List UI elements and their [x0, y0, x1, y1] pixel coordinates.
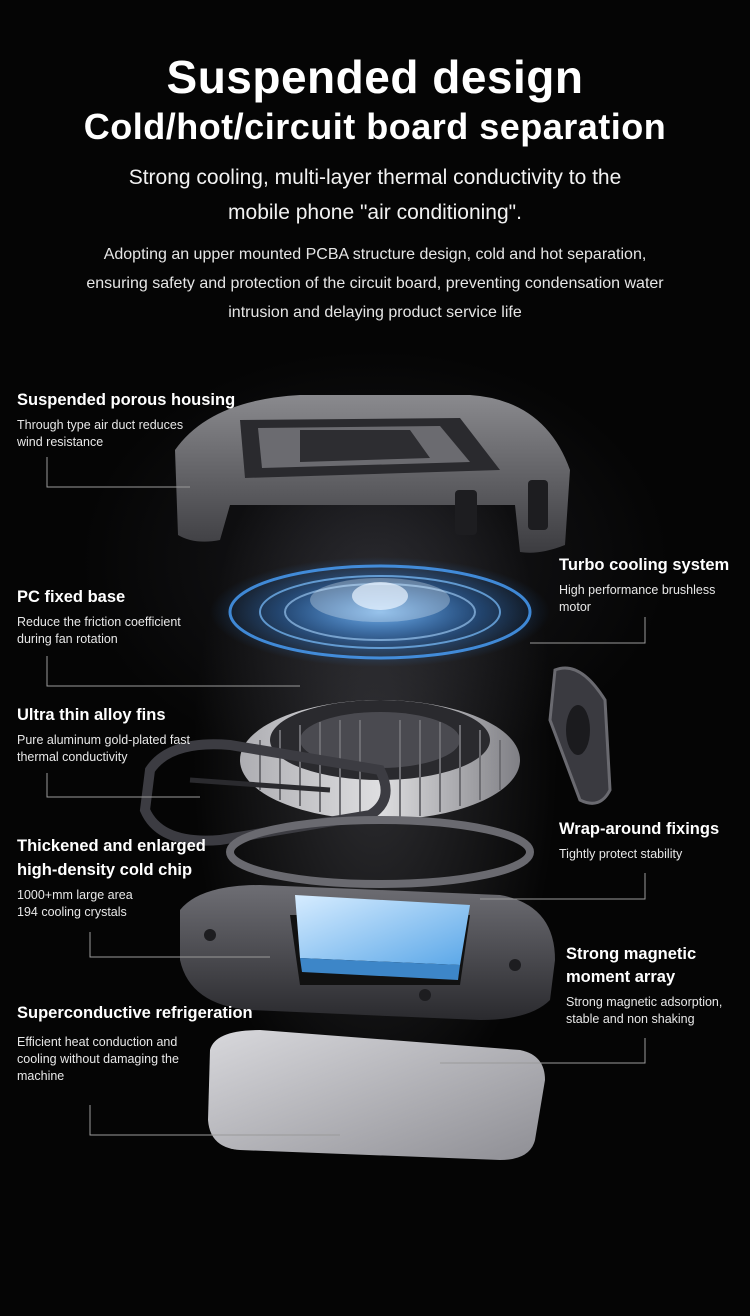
feature-desc-pc-base-2: during fan rotation — [17, 632, 118, 646]
feature-title-cold-chip-2: high-density cold chip — [17, 861, 193, 879]
feature-desc-fins-1: Pure aluminum gold-plated fast — [17, 733, 191, 747]
cold-chip — [295, 895, 470, 965]
right-clip — [548, 666, 612, 805]
page-subtitle: Cold/hot/circuit board separation — [83, 106, 667, 147]
superconductive-plate — [208, 1030, 545, 1160]
feature-title-cold-chip-1: Thickened and enlarged — [17, 837, 206, 855]
feature-desc-housing-1: Through type air duct reduces — [17, 418, 184, 432]
page-title: Suspended design — [166, 51, 584, 103]
turbo-fan — [210, 557, 550, 667]
feature-desc-magnetic-2: stable and non shaking — [566, 1012, 695, 1026]
wrap-ring — [226, 816, 534, 888]
description-line-1: Adopting an upper mounted PCBA structure… — [103, 246, 647, 263]
feature-title-housing: Suspended porous housing — [17, 391, 236, 409]
leader-lines — [46, 457, 646, 1136]
feature-title-pc-base: PC fixed base — [17, 588, 126, 606]
description-line-3: intrusion and delaying product service l… — [228, 304, 522, 321]
cold-chip-base — [180, 885, 555, 1020]
feature-title-magnetic-1: Strong magnetic — [566, 945, 697, 963]
feature-title-wrap: Wrap-around fixings — [559, 820, 720, 838]
feature-desc-magnetic-1: Strong magnetic adsorption, — [566, 995, 723, 1009]
feature-desc-refrigeration-3: machine — [17, 1069, 65, 1083]
feature-title-magnetic-2: moment array — [566, 968, 676, 986]
tagline-line-2: mobile phone "air conditioning". — [228, 201, 522, 224]
feature-desc-cold-chip-1: 1000+mm large area — [17, 888, 133, 902]
left-bracket — [139, 739, 391, 846]
feature-desc-fins-2: thermal conductivity — [17, 750, 128, 764]
feature-desc-refrigeration-2: cooling without damaging the — [17, 1052, 179, 1066]
feature-desc-pc-base-1: Reduce the friction coefficient — [17, 615, 181, 629]
feature-desc-wrap-1: Tightly protect stability — [559, 847, 683, 861]
feature-desc-turbo-1: High performance brushless — [559, 583, 716, 597]
feature-title-fins: Ultra thin alloy fins — [17, 706, 166, 724]
tagline-line-1: Strong cooling, multi-layer thermal cond… — [128, 166, 622, 189]
feature-desc-housing-2: wind resistance — [17, 435, 104, 449]
feature-desc-refrigeration-1: Efficient heat conduction and — [17, 1035, 178, 1049]
feature-desc-cold-chip-2: 194 cooling crystals — [17, 905, 127, 919]
feature-desc-turbo-2: motor — [559, 600, 591, 614]
feature-title-refrigeration: Superconductive refrigeration — [17, 1004, 253, 1022]
description-line-2: ensuring safety and protection of the ci… — [86, 275, 664, 292]
feature-title-turbo: Turbo cooling system — [559, 556, 730, 574]
porous-housing — [175, 395, 570, 553]
